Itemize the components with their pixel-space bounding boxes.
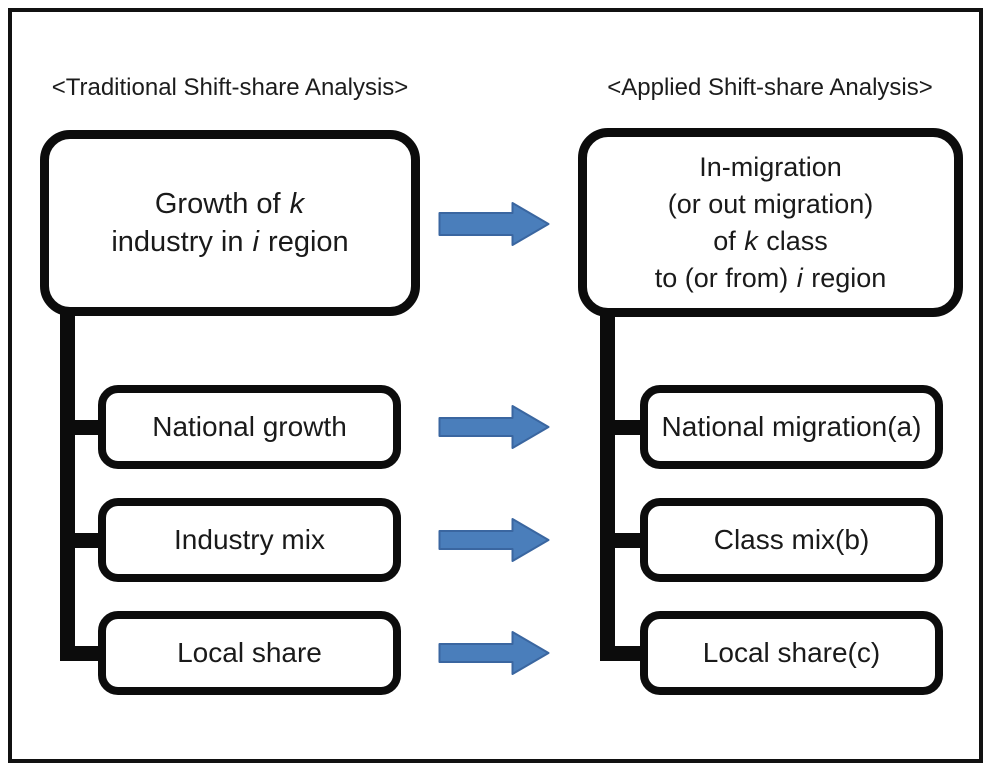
applied-main-box: In-migration (or out migration) of k class… [578, 128, 963, 317]
right-connector-stub-1 [614, 420, 641, 435]
industry-mix-box: Industry mix [98, 498, 401, 582]
national-growth-box: National growth [98, 385, 401, 469]
local-share-box: Local share [98, 611, 401, 695]
box-text-line: In-migration [699, 151, 842, 182]
box-text-line: industry in i region [111, 226, 349, 258]
right-arrow-icon [438, 404, 551, 450]
right-connector-stub-3 [614, 646, 641, 661]
right-column-title: <Applied Shift-share Analysis> [607, 74, 933, 101]
traditional-main-box: Growth of k industry in i region [40, 130, 420, 316]
left-column-title: <Traditional Shift-share Analysis> [51, 74, 409, 101]
right-arrow-icon [438, 517, 551, 563]
left-connector-stub-3 [74, 646, 99, 661]
local-share-c-box: Local share(c) [640, 611, 943, 695]
box-text-line: Growth of k [154, 188, 305, 220]
right-arrow-icon [438, 630, 551, 676]
box-text-line: (or out migration) [667, 188, 874, 219]
left-connector-vertical-line [60, 308, 75, 661]
class-mix-box: Class mix(b) [640, 498, 943, 582]
right-connector-stub-2 [614, 533, 641, 548]
national-migration-box: National migration(a) [640, 385, 943, 469]
right-connector-vertical-line [600, 308, 615, 661]
box-text-line: to (or from) i region [654, 262, 887, 293]
left-connector-stub-1 [74, 420, 99, 435]
box-text-line: of k class [713, 225, 828, 256]
right-arrow-icon [438, 201, 551, 247]
left-connector-stub-2 [74, 533, 99, 548]
